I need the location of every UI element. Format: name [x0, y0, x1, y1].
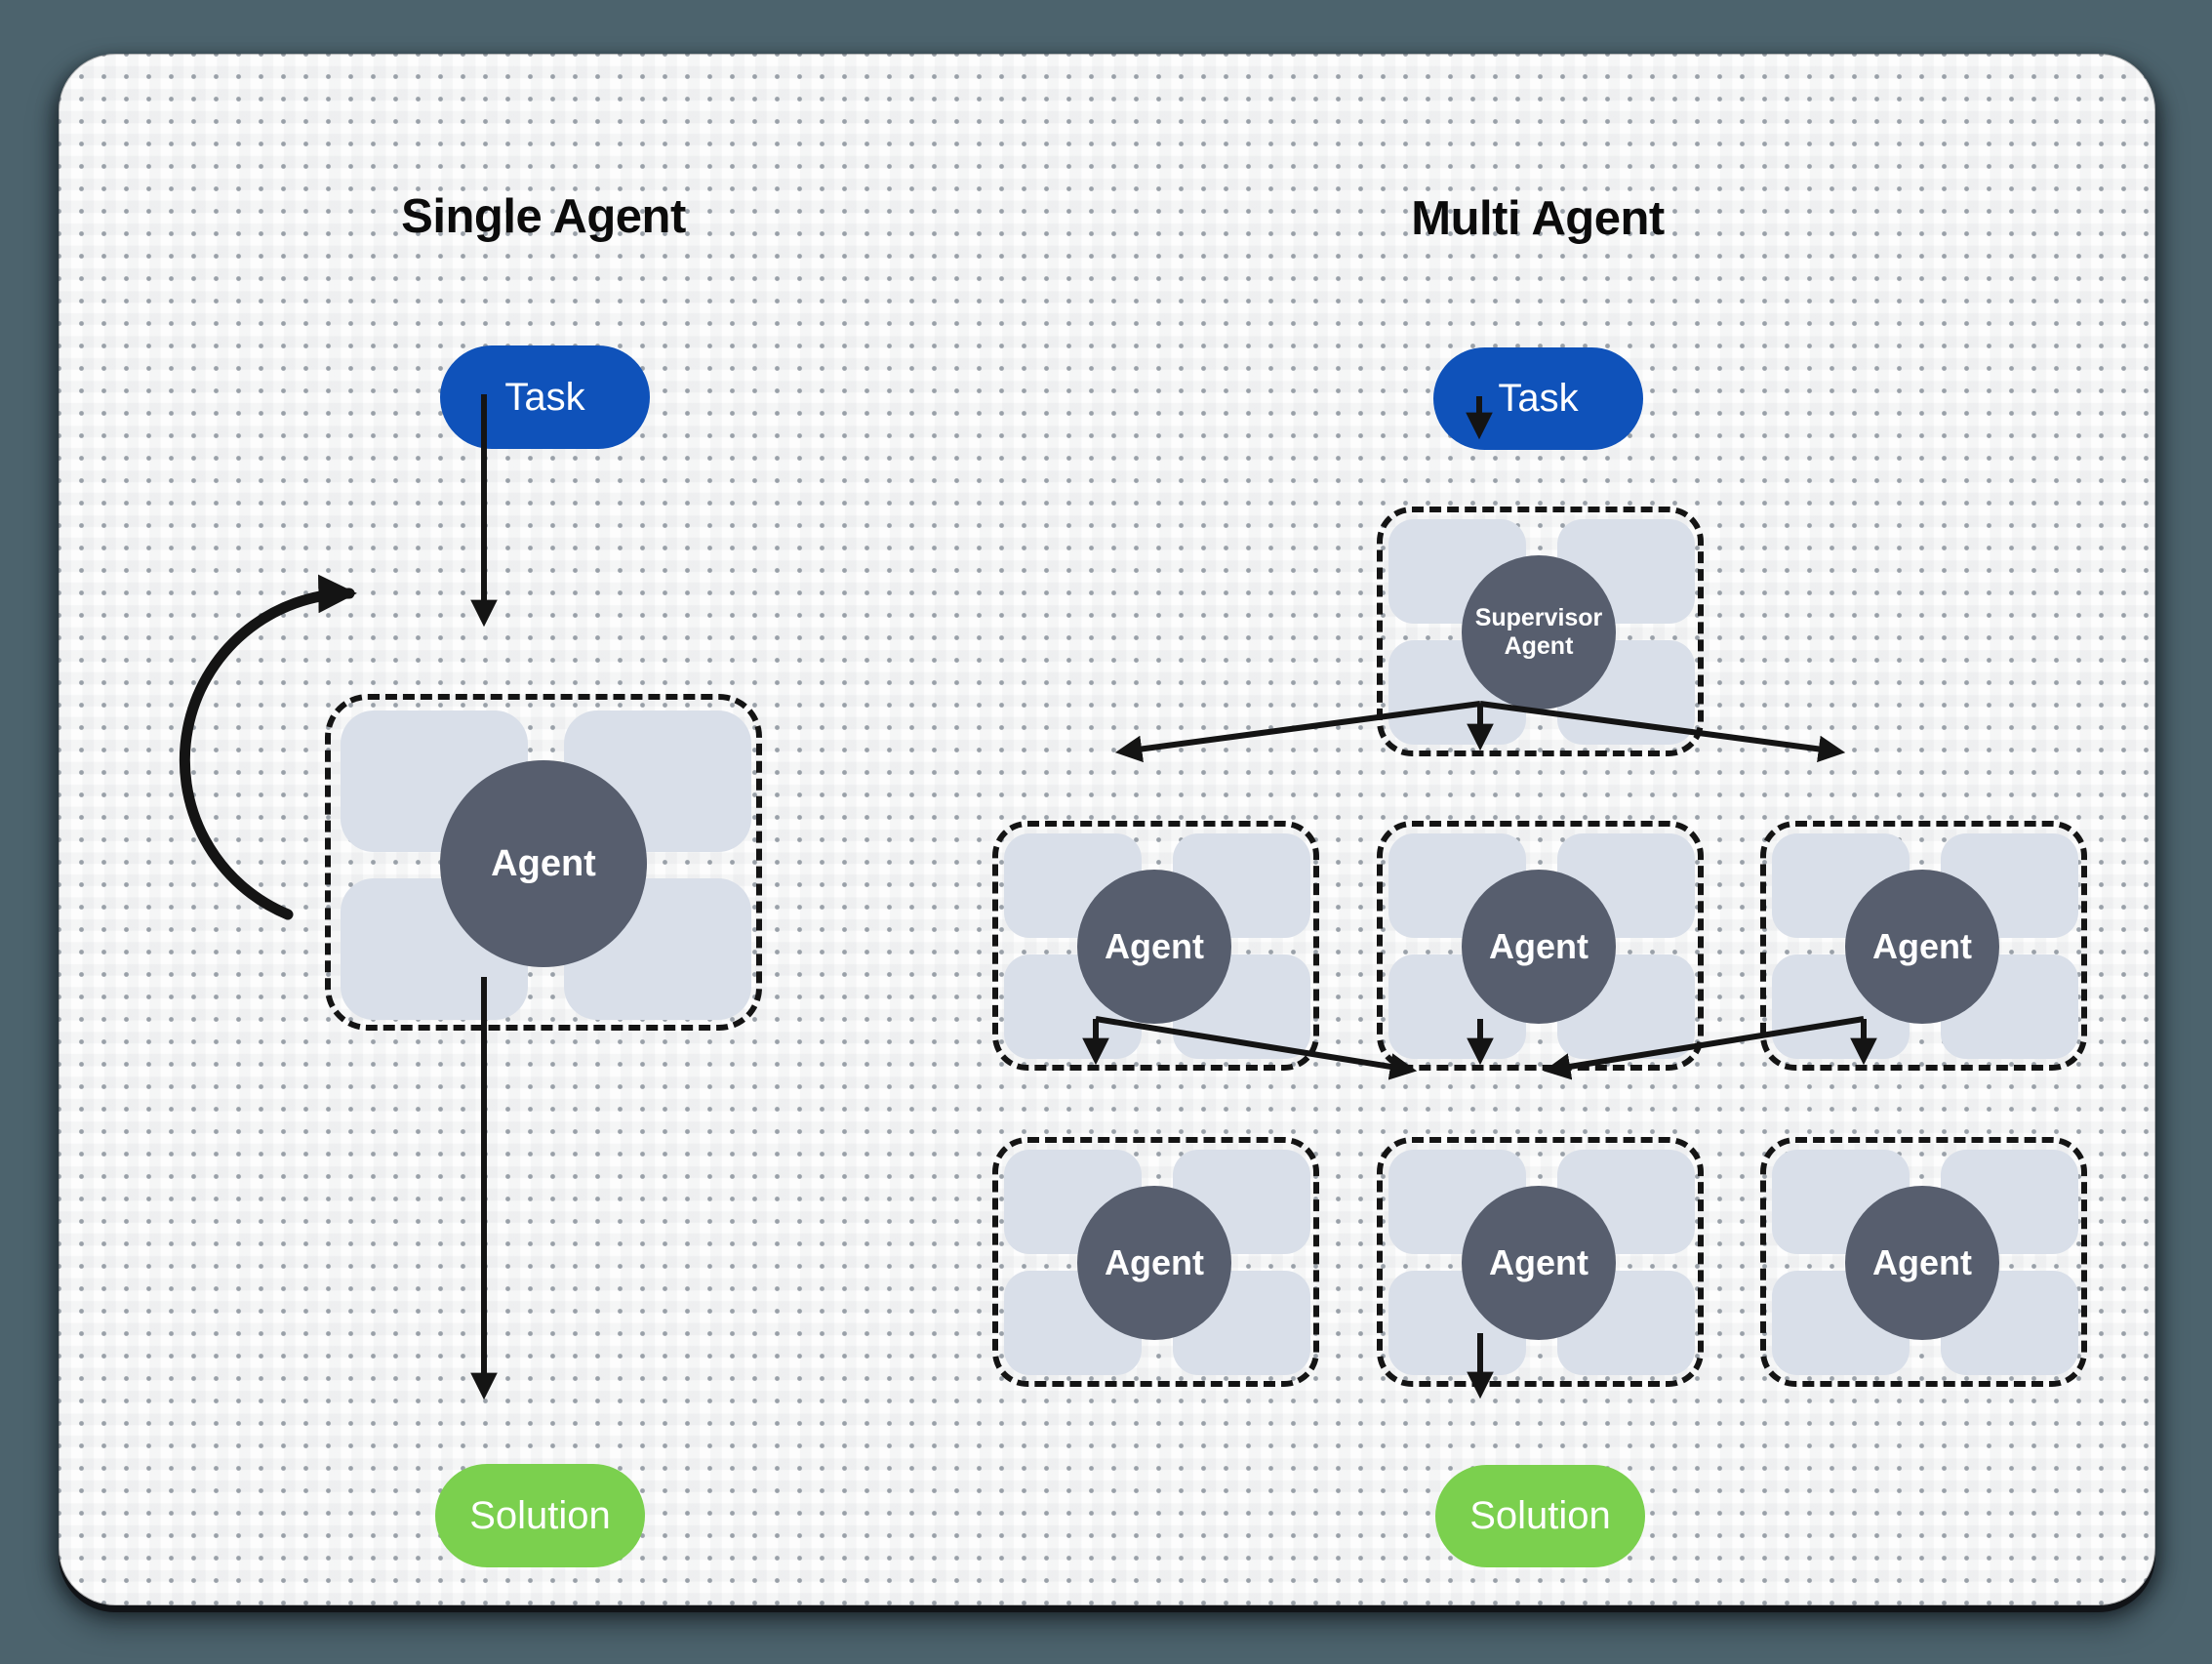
single-agent-circle: Agent — [440, 760, 647, 967]
agent-circle: Agent — [1845, 870, 1999, 1024]
multi-agent-box-row1-left: Agent — [992, 821, 1319, 1071]
agent-circle: Agent — [1077, 870, 1231, 1024]
multi-agent-title: Multi Agent — [1411, 192, 1665, 245]
single-solution-label: Solution — [469, 1493, 611, 1537]
agent-label: Agent — [1489, 1242, 1589, 1282]
agent-label: Agent — [1105, 926, 1204, 966]
single-agent-label: Agent — [491, 842, 596, 884]
agent-label: Agent — [1872, 1242, 1972, 1282]
agent-label: Agent — [1872, 926, 1972, 966]
single-agent-title: Single Agent — [401, 190, 686, 243]
supervisor-agent-circle: Supervisor Agent — [1462, 555, 1616, 710]
multi-agent-box-row1-center: Agent — [1377, 821, 1704, 1071]
multi-solution-label: Solution — [1469, 1494, 1611, 1537]
multi-agent-box-row1-right: Agent — [1760, 821, 2087, 1071]
multi-solution-pill: Solution — [1435, 1465, 1645, 1567]
agent-circle: Agent — [1462, 870, 1616, 1024]
multi-agent-box-row2-right: Agent — [1760, 1137, 2087, 1387]
diagram-canvas: Single Agent Multi Agent Task Task Agent… — [59, 54, 2155, 1605]
single-task-pill: Task — [440, 345, 650, 449]
supervisor-agent-box: Supervisor Agent — [1377, 507, 1704, 756]
agent-label: Agent — [1489, 926, 1589, 966]
single-agent-box: Agent — [325, 694, 762, 1031]
agent-circle: Agent — [1462, 1186, 1616, 1340]
agent-circle: Agent — [1077, 1186, 1231, 1340]
multi-task-label: Task — [1498, 377, 1579, 420]
multi-task-pill: Task — [1433, 347, 1643, 450]
multi-agent-box-row2-center: Agent — [1377, 1137, 1704, 1387]
agent-circle: Agent — [1845, 1186, 1999, 1340]
single-solution-pill: Solution — [435, 1464, 645, 1567]
supervisor-agent-label: Supervisor Agent — [1474, 603, 1603, 661]
single-task-label: Task — [504, 375, 585, 419]
multi-agent-box-row2-left: Agent — [992, 1137, 1319, 1387]
agent-label: Agent — [1105, 1242, 1204, 1282]
